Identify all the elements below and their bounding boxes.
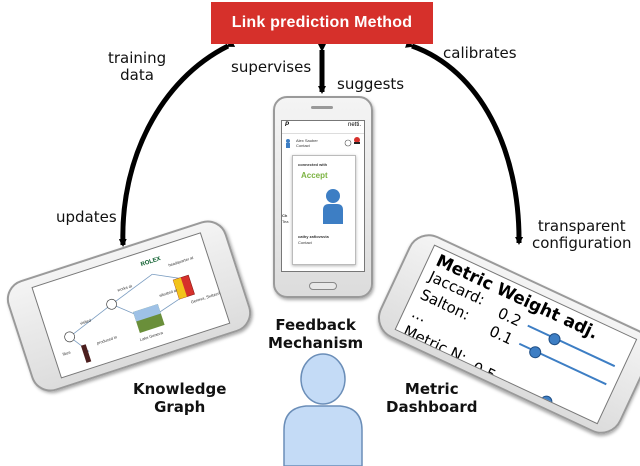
arrow-calibrates-configuration (405, 40, 524, 245)
feedback-phone: P netti. Alex Sauber Contact Ch Tea conn… (273, 96, 373, 298)
contact-role: Contact (296, 143, 310, 148)
app-icon: P (285, 122, 290, 128)
label-updates: updates (56, 208, 117, 226)
feedback-screen: P netti. Alex Sauber Contact Ch Tea conn… (281, 120, 365, 272)
app-topbar: P netti. (282, 121, 364, 134)
arrow-training-updates (118, 39, 236, 247)
label-transparent-configuration: transparent configuration (532, 217, 632, 252)
contact-row-graphics (286, 137, 360, 148)
link-prediction-method-box: Link prediction Method (211, 2, 433, 44)
label-training-data: training data (108, 49, 167, 84)
label-feedback-mechanism: Feedback Mechanism (268, 316, 364, 352)
wine-bottle (80, 344, 92, 363)
accept-button[interactable]: Accept (301, 171, 328, 180)
person-avatar-icon (323, 189, 343, 224)
person-name: cathy zafiovsvia (298, 234, 329, 239)
person-role: Contact (298, 240, 312, 245)
label-calibrates: calibrates (443, 44, 517, 62)
method-box-label: Link prediction Method (231, 14, 413, 31)
connected-with-label: connected with (298, 162, 328, 167)
phone-home-button[interactable] (309, 282, 337, 290)
label-suggests: suggests (337, 75, 405, 93)
knowledge-graph-phone: ROLEX Geneva, Switzerland Lake Geneva wo… (1, 215, 257, 397)
knowledge-graph-screen: ROLEX Geneva, Switzerland Lake Geneva wo… (31, 232, 231, 379)
label-supervises: supervises (231, 58, 312, 76)
left-fragment-1: Ch (282, 213, 288, 218)
graph-view (64, 273, 195, 363)
left-fragment-2: Tea (282, 219, 289, 224)
label-metric-dashboard: Metric Dashboard (386, 380, 478, 416)
app-brand: netti. (347, 122, 361, 128)
phone-speaker (311, 106, 333, 109)
label-knowledge-graph: Knowledge Graph (133, 380, 227, 416)
user-silhouette (283, 353, 363, 466)
suggestion-card[interactable]: connected with Accept cathy zafiovsvia C… (292, 155, 356, 265)
contact-name: Alex Sauber (296, 138, 318, 143)
